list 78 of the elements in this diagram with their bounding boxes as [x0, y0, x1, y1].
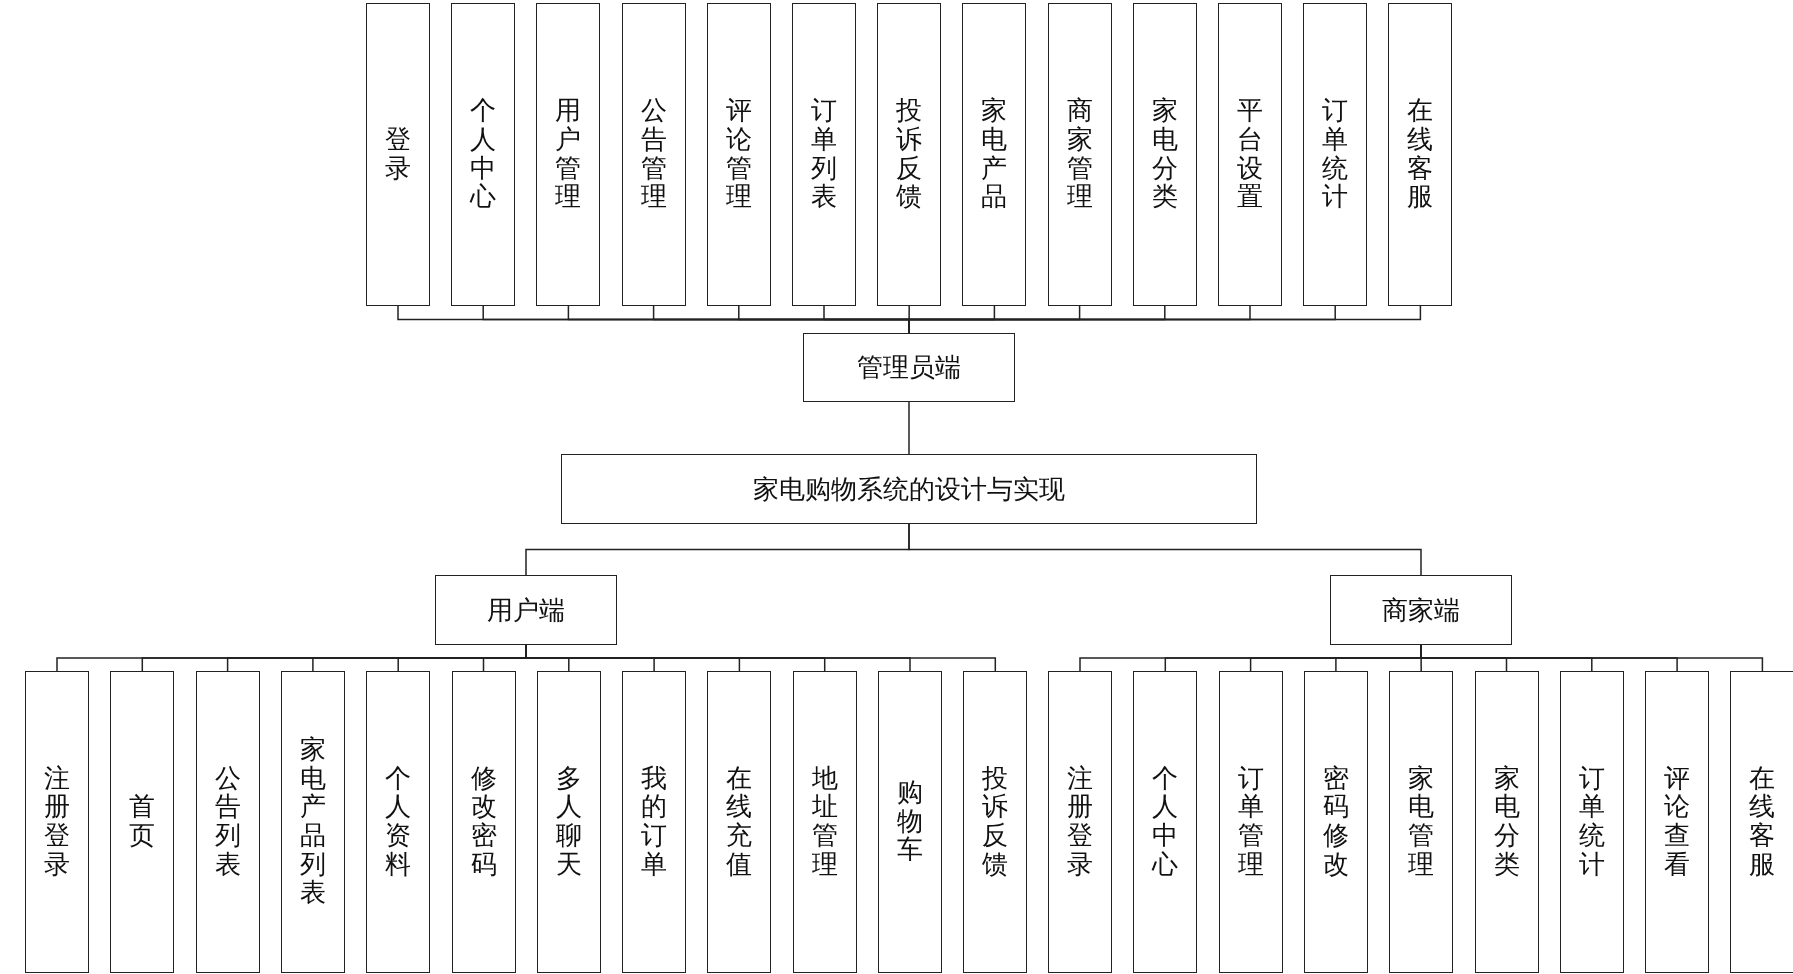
node-label: 个人中心 — [1152, 764, 1179, 880]
node-label: 购物车 — [897, 779, 923, 865]
node-label: 公告管理 — [640, 97, 667, 212]
node-label: 修改密码 — [470, 764, 497, 880]
connector-line — [908, 523, 1422, 576]
node-label: 个人资料 — [385, 764, 412, 880]
module-box — [1218, 671, 1283, 973]
node-label: 公告列表 — [214, 764, 241, 880]
node-label: 评论管理 — [725, 97, 752, 212]
node-label: 家电分类 — [1151, 97, 1178, 212]
module-box — [366, 3, 430, 306]
module-box — [963, 671, 1028, 973]
module-box — [792, 3, 856, 306]
node-label: 首页 — [129, 793, 156, 851]
module-box — [706, 3, 771, 306]
node-label: 订单管理 — [1237, 764, 1264, 880]
module-box — [792, 671, 857, 973]
category-box — [435, 575, 617, 645]
module-box — [707, 671, 772, 973]
node-label: 登录 — [385, 125, 411, 184]
module-box — [1389, 671, 1454, 973]
module-box — [110, 671, 175, 973]
node-label: 订单统计 — [1578, 764, 1605, 880]
module-box — [1303, 671, 1368, 973]
module-box — [280, 671, 345, 973]
module-box — [877, 3, 942, 306]
category-box — [803, 333, 1015, 402]
node-label: 在线客服 — [1407, 97, 1434, 212]
module-box — [621, 3, 686, 306]
module-box — [1132, 3, 1197, 306]
node-label: 注册登录 — [44, 764, 70, 880]
module-box — [622, 671, 687, 973]
node-label: 投诉反馈 — [896, 97, 923, 212]
module-box — [1559, 671, 1624, 973]
node-label: 在线充值 — [726, 764, 753, 880]
module-box — [195, 671, 260, 973]
module-box — [25, 671, 89, 973]
node-label: 商家端 — [1382, 594, 1460, 627]
node-label: 个人中心 — [470, 97, 497, 212]
module-box — [1645, 671, 1710, 973]
module-box — [1133, 671, 1198, 973]
node-label: 密码修改 — [1322, 764, 1349, 880]
module-box — [878, 671, 942, 973]
node-label: 订单列表 — [811, 97, 837, 212]
node-label: 用户管理 — [555, 97, 582, 212]
node-label: 家电分类 — [1493, 764, 1520, 880]
node-label: 评论查看 — [1664, 764, 1691, 880]
module-box — [536, 671, 601, 973]
module-box — [1303, 3, 1368, 306]
module-box — [1048, 671, 1112, 973]
module-box — [366, 671, 431, 973]
node-label: 地址管理 — [811, 764, 838, 880]
module-box — [536, 3, 601, 306]
module-box — [1218, 3, 1282, 306]
node-label: 家电管理 — [1408, 764, 1435, 880]
node-label: 家电产品 — [981, 97, 1008, 212]
category-box — [1330, 575, 1512, 645]
node-label: 订单统计 — [1322, 97, 1349, 212]
module-box — [962, 3, 1027, 306]
node-label: 家电产品列表 — [299, 736, 326, 908]
node-label: 商家管理 — [1066, 97, 1093, 212]
node-label: 注册登录 — [1067, 764, 1093, 880]
node-label: 家电购物系统的设计与实现 — [753, 473, 1065, 506]
module-box — [1047, 3, 1112, 306]
connector-line — [908, 401, 910, 455]
node-label: 平台设置 — [1237, 97, 1263, 212]
module-box — [1474, 671, 1539, 973]
module-box — [1730, 671, 1793, 973]
module-box — [451, 671, 516, 973]
node-label: 多人聊天 — [555, 764, 582, 880]
node-label: 用户端 — [487, 594, 565, 627]
module-box — [1388, 3, 1453, 306]
module-box — [451, 3, 516, 306]
node-label: 在线客服 — [1749, 764, 1776, 880]
node-label: 管理员端 — [857, 352, 961, 384]
node-label: 投诉反馈 — [982, 764, 1009, 880]
category-box — [561, 454, 1257, 524]
node-label: 我的订单 — [641, 764, 668, 880]
